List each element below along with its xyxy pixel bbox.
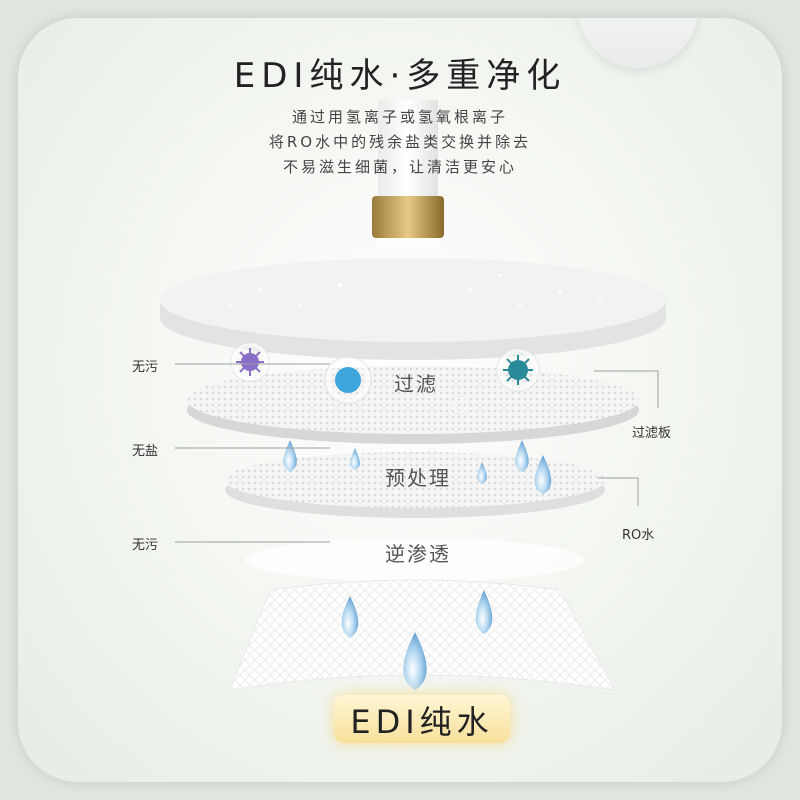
label-ro-water: RO水 xyxy=(622,528,655,543)
bacteria-purple-icon xyxy=(230,342,270,382)
label-filter-plate: 过滤板 xyxy=(632,426,672,441)
bacteria-blue-icon xyxy=(324,356,372,404)
label-pretreatment: 预处理 xyxy=(385,466,451,490)
edi-badge xyxy=(334,695,510,743)
subtitle-line-2: 将RO水中的残余盐类交换并除去 xyxy=(268,133,532,151)
reverse-osmosis-layer xyxy=(245,538,585,582)
bacteria-teal-icon xyxy=(496,348,540,392)
water-drop-icon xyxy=(283,440,552,690)
faucet-ring xyxy=(372,196,444,238)
faucet-pipe xyxy=(378,100,438,200)
pretreatment-plate xyxy=(225,452,605,518)
page-title: EDI纯水·多重净化 xyxy=(233,56,567,96)
label-no-pollution-2: 无污 xyxy=(132,538,159,553)
subtitle-line-1: 通过用氢离子或氢氧根离子 xyxy=(291,108,508,126)
subtitle-line-3: 不易滋生细菌，让清洁更安心 xyxy=(282,158,517,176)
edi-badge-label: EDI纯水 xyxy=(350,703,494,741)
edi-sheet xyxy=(229,579,616,691)
top-filter-disc xyxy=(160,258,666,360)
label-no-salt: 无盐 xyxy=(132,444,159,459)
label-reverse-osmosis: 逆渗透 xyxy=(385,542,451,566)
label-filter: 过滤 xyxy=(394,372,438,396)
label-no-pollution-1: 无污 xyxy=(132,360,159,375)
